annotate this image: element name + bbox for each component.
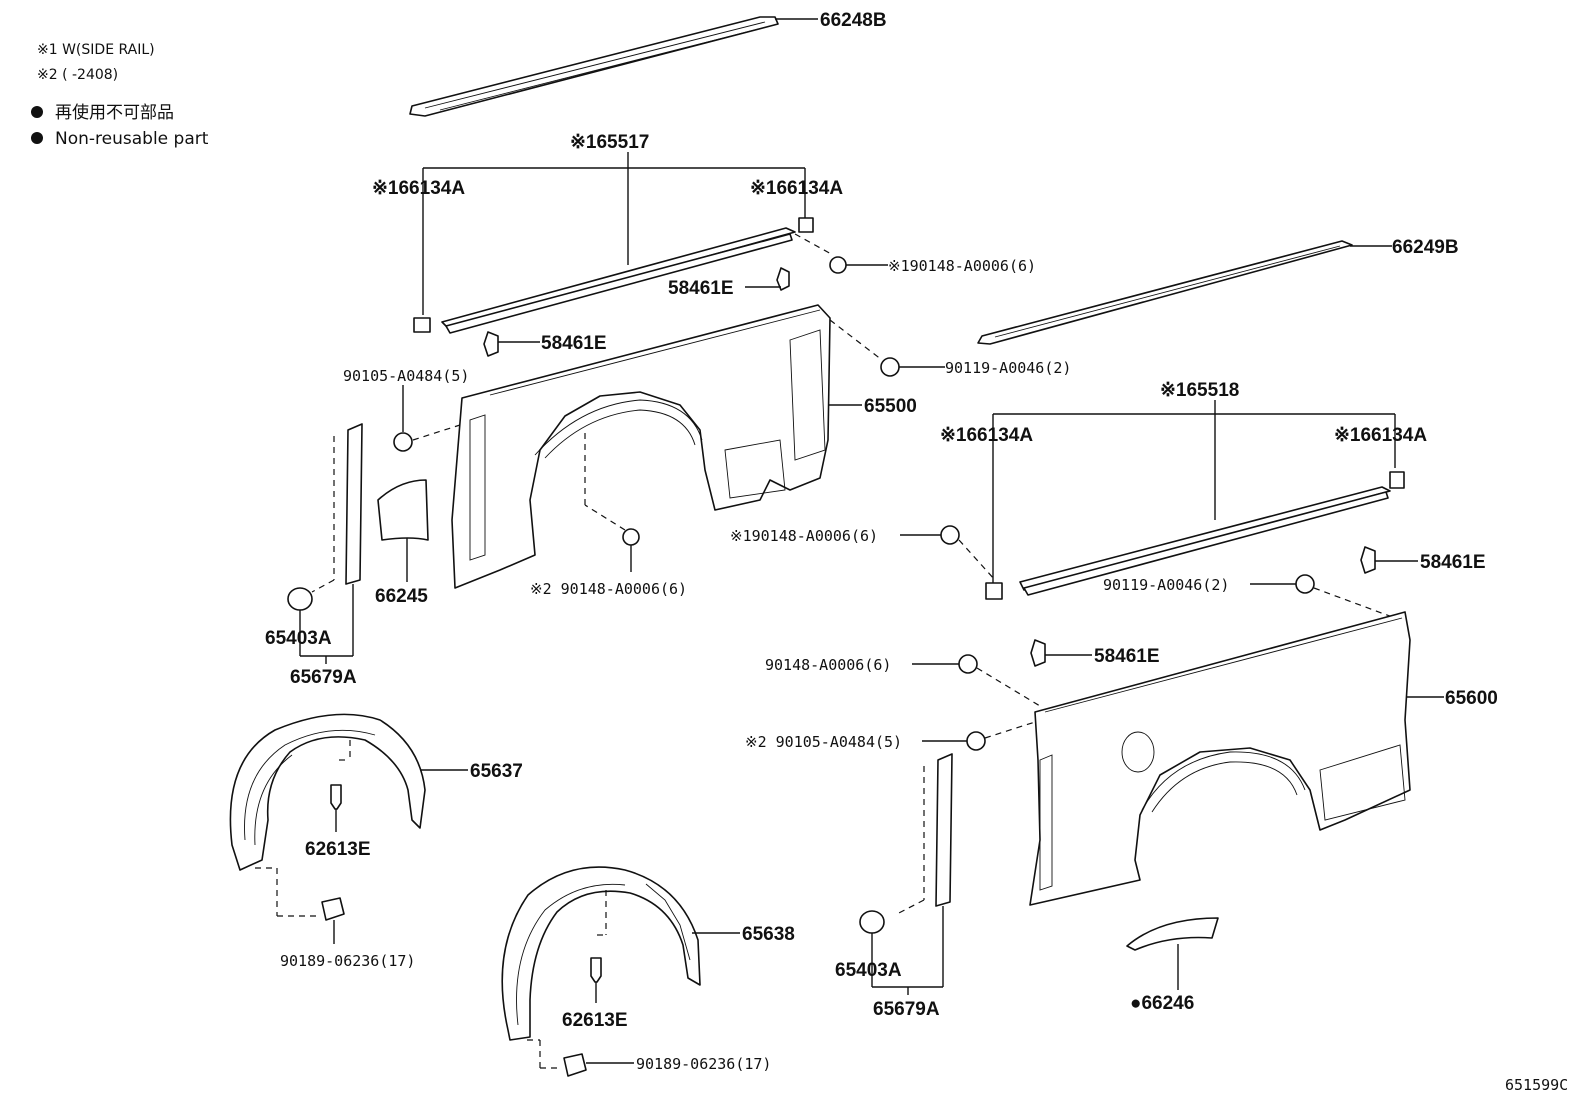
label-66248B: 66248B [820,10,887,31]
label-90189-2: 90189-06236(17) [636,1055,771,1073]
part-65679A-right: 65403A 65679A [835,753,953,1020]
label-66245: 66245 [375,586,428,607]
label-65637: 65637 [470,761,523,782]
bolt-90119-icon [1295,574,1315,594]
label-58461E-1: 58461E [668,278,734,299]
label-62613E-2: 62613E [562,1010,628,1031]
figure-code: 651599C [1505,1076,1568,1094]
clip-66134A-right [1389,471,1405,489]
part-66246: ●66246 [1126,917,1219,1014]
label-66134A-4: ※166134A [1334,425,1427,446]
clip-58461E-icon [1360,546,1376,574]
bolt-90105-icon [966,731,986,751]
label-90148-4: 90148-A0006(6) [765,656,891,674]
bolt-90105-icon [393,432,413,452]
label-90119-2: 90119-A0046(2) [1103,576,1229,594]
clip-66134A-right [798,217,814,233]
legend-note-2: ※2 ( -2408) [37,67,118,83]
label-65500: 65500 [864,396,917,417]
clip-90189-icon [321,897,345,921]
label-90105-2: ※2 90105-A0484(5) [745,733,902,751]
label-90189-1: 90189-06236(17) [280,952,415,970]
label-90148-3: ※2 90148-A0006(6) [530,580,687,598]
clip-66134A-left [985,582,1003,600]
label-58461E-3: 58461E [1420,552,1486,573]
legend: ※1 W(SIDE RAIL) ※2 ( -2408) 再使用不可部品 Non-… [31,42,209,149]
nonreusable-bullet-icon [31,132,43,144]
part-65637: 65637 62613E 90189-06236(17) [229,713,523,970]
label-58461E-2: 58461E [541,333,607,354]
label-65518: ※165518 [1160,380,1239,401]
label-65638: 65638 [742,924,795,945]
label-66246: ●66246 [1130,993,1194,1014]
label-90119-1: 90119-A0046(2) [945,359,1071,377]
label-65517: ※165517 [570,132,649,153]
label-65403A-2: 65403A [835,960,902,981]
part-66248B: 66248B [409,10,887,117]
clip-62613E-icon [330,784,342,810]
clip-65403A-icon [859,910,885,934]
part-66245: 66245 [375,479,429,607]
part-65500: 65500 58461E 90105-A0484(5) 90119-A0046(… [343,304,1071,598]
label-90105-1: 90105-A0484(5) [343,367,469,385]
label-90148-1: ※190148-A0006(6) [888,257,1036,275]
label-65679A-1: 65679A [290,667,357,688]
clip-58461E-icon [1030,639,1046,667]
bolt-90148-icon [622,528,640,546]
part-65518: ※165518 ※166134A ※166134A ※190148-A0006(… [730,380,1486,619]
label-65679A-2: 65679A [873,999,940,1020]
clip-62613E-icon [590,957,602,983]
part-65679A-left: 65403A 65679A [265,423,363,688]
clip-66134A-left [413,317,431,333]
clip-65403A-icon [287,587,313,611]
part-65517: ※165517 ※166134A ※166134A ※190148-A0006(… [372,132,1036,334]
label-58461E-4: 58461E [1094,646,1160,667]
label-66134A-1: ※166134A [372,178,465,199]
bolt-90119-icon [880,357,900,377]
clip-90189-icon [563,1053,587,1077]
label-62613E-1: 62613E [305,839,371,860]
clip-58461E-icon [776,267,790,291]
bolt-90148-icon [940,525,960,545]
label-65600: 65600 [1445,688,1498,709]
label-66249B: 66249B [1392,237,1459,258]
legend-note-1: ※1 W(SIDE RAIL) [37,42,155,58]
label-65403A-1: 65403A [265,628,332,649]
bolt-90148-icon [829,256,847,274]
legend-nonreusable-en: Non-reusable part [55,129,209,149]
part-65638: 65638 62613E 90189-06236(17) [501,866,795,1077]
nonreusable-bullet-icon [31,106,43,118]
label-66134A-3: ※166134A [940,425,1033,446]
label-66134A-2: ※166134A [750,178,843,199]
part-65600: 65600 58461E 90148-A0006(6) ※2 90105-A04… [745,611,1498,906]
label-90148-2: ※190148-A0006(6) [730,527,878,545]
part-66249B: 66249B [977,237,1459,345]
clip-58461E-icon [483,331,499,357]
legend-nonreusable-jp: 再使用不可部品 [55,102,174,123]
bolt-90148-icon [958,654,978,674]
